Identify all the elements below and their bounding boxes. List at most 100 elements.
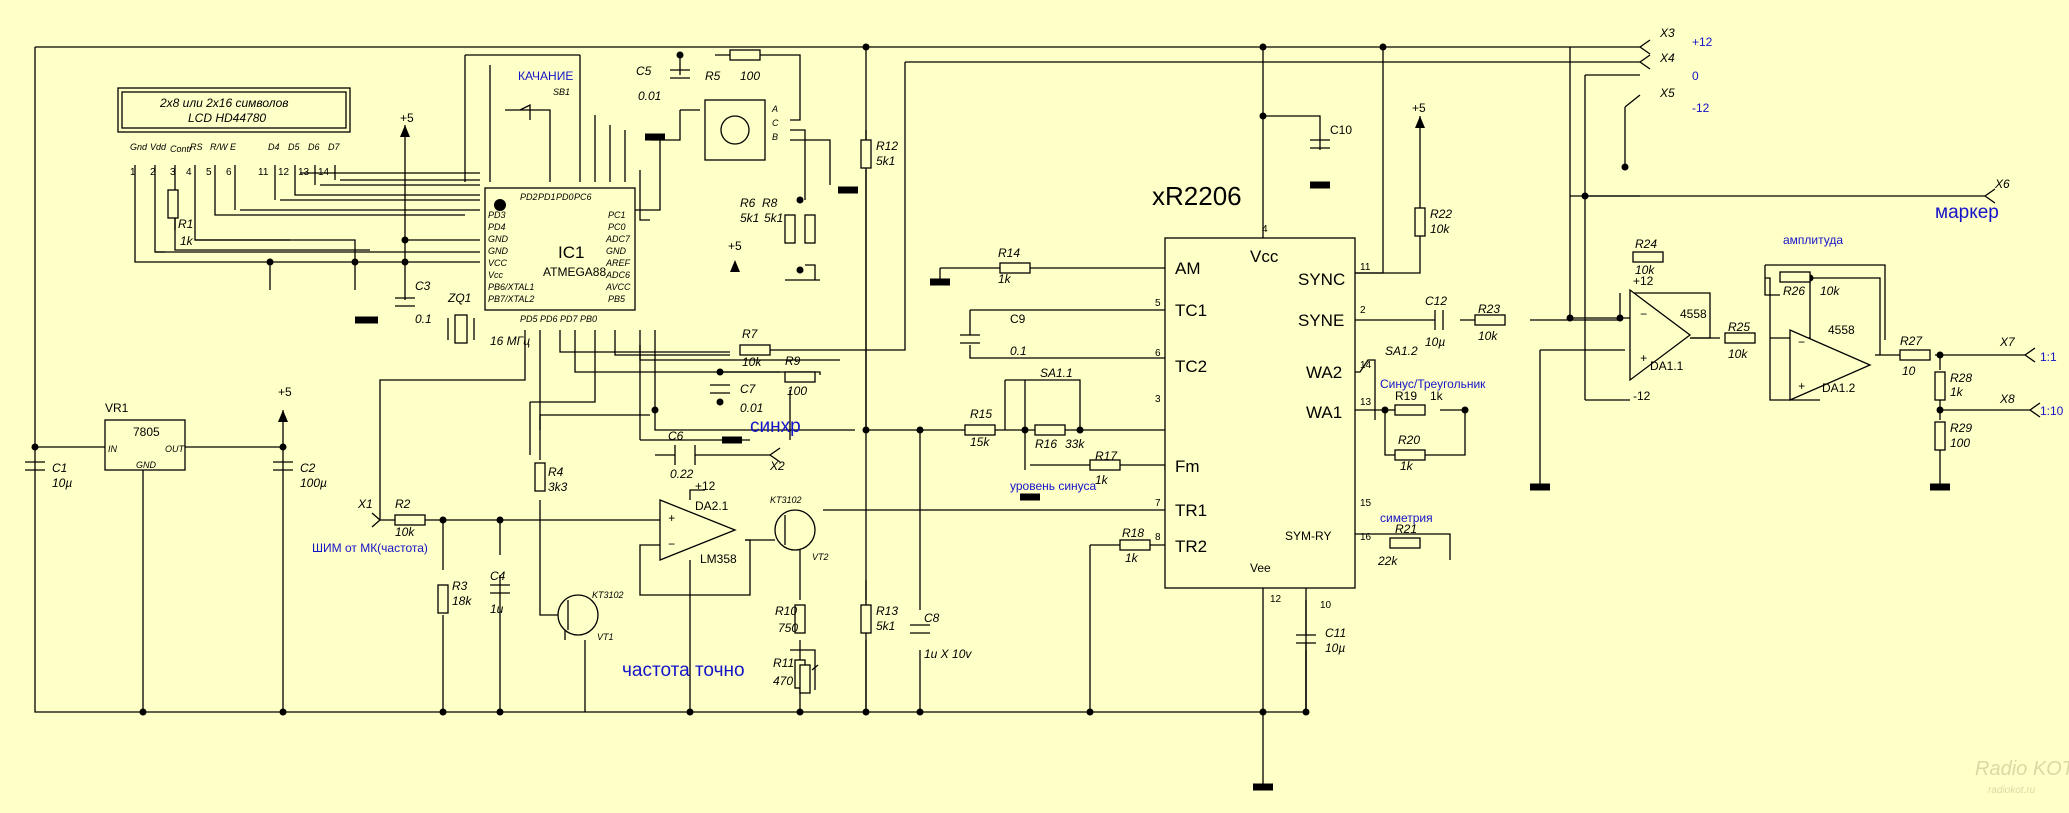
svg-text:TR1: TR1: [1175, 501, 1207, 520]
svg-text:10k: 10k: [1430, 222, 1450, 236]
svg-text:R23: R23: [1478, 302, 1500, 316]
svg-text:DA2.1: DA2.1: [695, 499, 729, 513]
svg-text:+5: +5: [400, 111, 414, 125]
svg-text:C6: C6: [668, 429, 684, 443]
svg-text:AM: AM: [1175, 259, 1201, 278]
svg-text:R16: R16: [1035, 437, 1057, 451]
svg-text:D7: D7: [328, 142, 340, 152]
svg-text:11: 11: [1360, 262, 1371, 273]
svg-text:2: 2: [1360, 305, 1366, 316]
svg-text:IC1: IC1: [558, 243, 584, 262]
svg-text:0.1: 0.1: [1010, 344, 1027, 358]
svg-text:5k1: 5k1: [876, 154, 895, 168]
svg-text:PD4: PD4: [488, 222, 506, 232]
svg-text:R7: R7: [742, 327, 759, 341]
svg-text:OUT: OUT: [165, 444, 186, 454]
svg-text:13: 13: [298, 167, 310, 178]
svg-text:PD2: PD2: [520, 192, 538, 202]
svg-text:4: 4: [1262, 224, 1268, 235]
svg-text:15k: 15k: [970, 435, 990, 449]
svg-text:10k: 10k: [1478, 329, 1498, 343]
svg-text:10k: 10k: [1728, 347, 1748, 361]
mcu-atmega88: IC1 ATMEGA88 PD3 PD4 GND GND VCC Vcc PB6…: [447, 187, 636, 348]
svg-text:750: 750: [778, 621, 798, 635]
svg-text:ADC6: ADC6: [605, 270, 630, 280]
svg-text:AVCC: AVCC: [605, 282, 631, 292]
svg-text:10k: 10k: [1820, 284, 1840, 298]
svg-text:Fm: Fm: [1175, 457, 1200, 476]
svg-text:5: 5: [1155, 298, 1161, 309]
freq-fine-label: частота точно: [622, 660, 745, 681]
svg-text:C12: C12: [1425, 294, 1447, 308]
svg-text:C2: C2: [300, 461, 316, 475]
svg-text:PD0: PD0: [556, 192, 574, 202]
svg-text:DA1.1: DA1.1: [1650, 359, 1684, 373]
svg-text:R20: R20: [1398, 433, 1420, 447]
svg-text:12: 12: [278, 167, 290, 178]
svg-text:Vcc: Vcc: [1250, 247, 1279, 266]
svg-text:+5: +5: [728, 239, 742, 253]
svg-text:10µ: 10µ: [52, 476, 72, 490]
svg-text:1: 1: [130, 167, 136, 178]
power-arrows: +5 +5 +5 +5: [278, 101, 1426, 422]
svg-text:R5: R5: [705, 69, 721, 83]
svg-text:KT3102: KT3102: [770, 495, 802, 505]
svg-text:4: 4: [186, 167, 192, 178]
svg-text:10k: 10k: [395, 525, 415, 539]
svg-text:C8: C8: [924, 611, 940, 625]
svg-text:R26: R26: [1783, 284, 1805, 298]
svg-text:16: 16: [1360, 532, 1372, 543]
svg-text:X5: X5: [1659, 86, 1675, 100]
lcd-display: 2x8 или 2x16 символов LCD HD44780 Gnd Vd…: [117, 87, 351, 178]
svg-text:13: 13: [1360, 397, 1372, 408]
svg-text:C1: C1: [52, 461, 67, 475]
svg-text:1k: 1k: [1095, 473, 1109, 487]
svg-text:SYNE: SYNE: [1298, 311, 1344, 330]
svg-text:C10: C10: [1330, 123, 1352, 137]
svg-text:11: 11: [258, 167, 269, 178]
svg-text:R15: R15: [970, 407, 992, 421]
svg-text:1:1: 1:1: [2040, 350, 2057, 364]
svg-text:TC1: TC1: [1175, 301, 1207, 320]
svg-text:14: 14: [1360, 360, 1372, 371]
pwm-label: ШИМ от МК(частота): [312, 541, 428, 555]
svg-text:ADC7: ADC7: [605, 234, 631, 244]
svg-text:33k: 33k: [1065, 437, 1085, 451]
svg-text:470: 470: [773, 674, 793, 688]
svg-text:R12: R12: [876, 139, 898, 153]
svg-text:X2: X2: [769, 459, 785, 473]
svg-text:xR2206: xR2206: [1152, 181, 1242, 211]
svg-text:1k: 1k: [1125, 551, 1139, 565]
svg-text:5k1: 5k1: [764, 211, 783, 225]
svg-text:R17: R17: [1095, 449, 1118, 463]
svg-text:100: 100: [787, 384, 807, 398]
svg-text:+12: +12: [1633, 274, 1654, 288]
svg-text:3k3: 3k3: [548, 480, 568, 494]
svg-text:−: −: [668, 537, 675, 551]
svg-text:WA1: WA1: [1306, 403, 1342, 422]
sine-triangle-label: Синус/Треугольник: [1380, 377, 1486, 391]
svg-text:100: 100: [1950, 436, 1970, 450]
opamp-da2-1: +− +12 DA2.1 LM358: [659, 479, 737, 566]
svg-text:X8: X8: [1999, 392, 2015, 406]
svg-text:R24: R24: [1635, 237, 1657, 251]
svg-text:C4: C4: [490, 569, 506, 583]
svg-text:10k: 10k: [1635, 263, 1655, 277]
svg-text:R27: R27: [1900, 334, 1923, 348]
svg-text:6: 6: [226, 167, 232, 178]
transistor-vt2: KT3102 VT2: [770, 495, 829, 562]
svg-text:0: 0: [1692, 69, 1699, 83]
svg-text:ATMEGA88: ATMEGA88: [543, 265, 606, 279]
opamp-da1-1: −+ +12 4558 DA1.1 -12: [1629, 274, 1707, 403]
svg-text:SYM-RY: SYM-RY: [1285, 529, 1331, 543]
svg-text:R22: R22: [1430, 207, 1452, 221]
svg-text:C: C: [772, 118, 779, 128]
svg-text:E: E: [230, 142, 237, 152]
svg-text:R28: R28: [1950, 371, 1972, 385]
svg-text:DA1.2: DA1.2: [1822, 381, 1856, 395]
svg-text:+: +: [1640, 351, 1647, 365]
svg-text:R13: R13: [876, 604, 898, 618]
svg-text:Vdd: Vdd: [150, 142, 167, 152]
svg-text:AREF: AREF: [605, 258, 631, 268]
